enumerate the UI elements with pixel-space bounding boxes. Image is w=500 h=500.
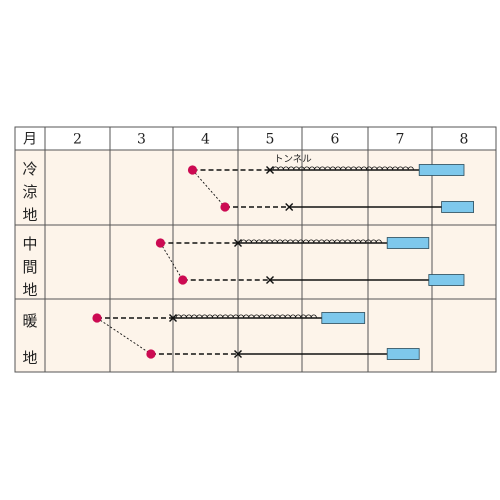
- region-label-char: 地: [22, 281, 37, 299]
- region-label: 暖地: [22, 312, 37, 367]
- tunnel-cover-line: [240, 239, 382, 243]
- region-label-char: 涼: [22, 183, 37, 201]
- planting-cross-mark: [234, 350, 242, 358]
- region-label: 冷涼地: [22, 160, 37, 224]
- planting-cross-mark: [285, 203, 294, 211]
- sowing-dot: [146, 349, 156, 359]
- month-header-cell: 4: [201, 132, 210, 148]
- table-background: [15, 127, 496, 372]
- month-header-cell: 2: [73, 132, 82, 148]
- month-header-cell: 7: [396, 132, 405, 148]
- region-label-char: 中: [22, 235, 37, 253]
- table-grid: [14, 126, 497, 373]
- region-label-char: 冷: [22, 160, 37, 178]
- month-header-cell: 6: [331, 132, 340, 148]
- planting-cross-stroke: [234, 239, 242, 247]
- month-header-cell: 8: [460, 132, 469, 148]
- sowing-dot: [178, 275, 188, 285]
- planting-cross-mark: [169, 314, 177, 322]
- harvest-bar: [386, 237, 430, 249]
- region-label-char: 地: [22, 206, 37, 224]
- planting-cross-mark: [266, 276, 274, 284]
- month-header-corner: 月: [23, 132, 37, 148]
- sowing-link-line: [160, 242, 184, 281]
- planting-cross-stroke: [234, 350, 242, 358]
- sowing-dot: [187, 165, 198, 175]
- harvest-bar: [321, 312, 366, 324]
- planting-cross-stroke: [266, 166, 274, 174]
- harvest-bar: [428, 274, 465, 286]
- tunnel-label: トンネル: [274, 154, 312, 165]
- region-label-char: 暖: [22, 312, 37, 330]
- schedule-marks: トンネル: [92, 154, 475, 360]
- month-header-row: 月 2 3 4 5 6 7 8: [23, 132, 468, 148]
- sowing-dot: [220, 202, 230, 212]
- region-label: 中間地: [22, 235, 37, 299]
- table-border: [14, 126, 497, 373]
- month-header-cell: 3: [137, 132, 146, 148]
- planting-cross-stroke: [169, 314, 177, 322]
- planting-cross-mark: [266, 166, 274, 174]
- region-label-char: 間: [22, 258, 37, 276]
- header-background: [15, 127, 496, 150]
- region-label-char: 地: [22, 349, 37, 367]
- sowing-link-line: [96, 317, 152, 355]
- harvest-bar: [386, 348, 420, 360]
- planting-cross-stroke: [285, 203, 294, 211]
- sowing-dot: [155, 238, 165, 248]
- planting-cross-mark: [234, 239, 242, 247]
- tunnel-cover-line: [272, 166, 414, 170]
- planting-cross-stroke: [266, 276, 274, 284]
- sowing-link-line: [192, 169, 226, 208]
- tunnel-cover-line: [175, 314, 317, 318]
- harvest-bar: [418, 164, 465, 176]
- harvest-bar: [441, 201, 475, 213]
- month-header-cell: 5: [266, 132, 275, 148]
- body-background: [15, 150, 496, 372]
- sowing-dot: [92, 313, 102, 323]
